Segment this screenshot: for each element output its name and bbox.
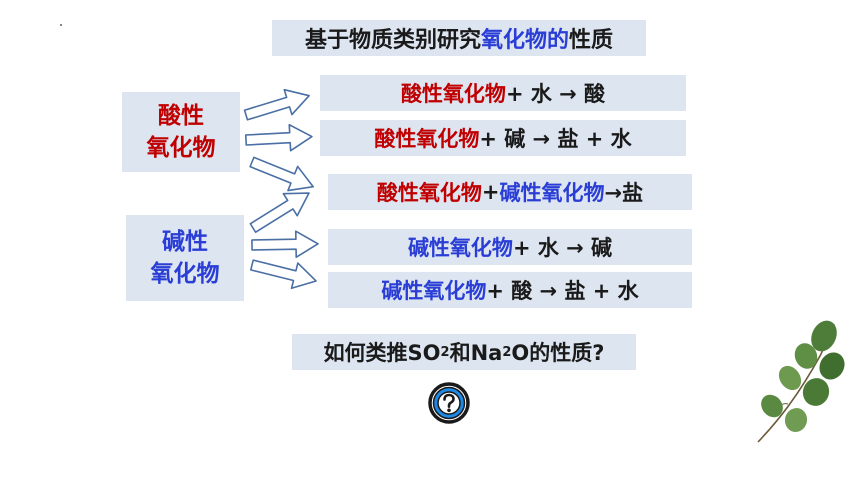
title-text-2: 氧化物的 xyxy=(480,28,569,53)
question-text-2: 和Na xyxy=(449,341,503,365)
leaf-branch-icon xyxy=(757,320,845,443)
arrow-base-to-water xyxy=(250,230,320,259)
slide-title: 基于物质类别研究氧化物的性质 xyxy=(272,20,646,56)
category-acid-line2: 氧化物 xyxy=(146,135,216,161)
equation-3: 酸性氧化物+碱性氧化物→盐 xyxy=(328,174,692,210)
eq3-oxide2: 碱性氧化物 xyxy=(499,181,605,205)
arrow-acid-to-water xyxy=(241,82,314,129)
eq3-plus: + xyxy=(481,180,500,204)
eq4-rest: + 水 → 碱 xyxy=(512,236,613,260)
title-text-3: 性质 xyxy=(569,28,614,53)
eq5-rest: + 酸 → 盐 + 水 xyxy=(486,279,639,303)
arrow-base-to-salt xyxy=(245,181,317,240)
eq5-oxide: 碱性氧化物 xyxy=(381,279,487,303)
equation-5: 碱性氧化物 + 酸 → 盐 + 水 xyxy=(328,272,692,308)
equation-1: 酸性氧化物 + 水 → 酸 xyxy=(320,75,686,111)
question-sub-1: 2 xyxy=(440,344,450,360)
equation-2: 酸性氧化物 + 碱 → 盐 + 水 xyxy=(320,120,686,156)
equation-4: 碱性氧化物 + 水 → 碱 xyxy=(328,229,692,265)
eq4-oxide: 碱性氧化物 xyxy=(407,236,513,260)
category-base-line2: 氧化物 xyxy=(150,261,220,287)
eq2-rest: + 碱 → 盐 + 水 xyxy=(479,127,632,151)
decorative-dot xyxy=(60,24,62,26)
acidic-oxide-category: 酸性 氧化物 xyxy=(122,92,240,172)
eq3-oxide: 酸性氧化物 xyxy=(376,181,482,205)
arrow-acid-to-salt xyxy=(246,149,319,200)
eq1-rest: + 水 → 酸 xyxy=(505,82,606,106)
category-base-line1: 碱性 xyxy=(162,229,208,255)
question-text-3: O的性质? xyxy=(511,341,605,365)
basic-oxide-category: 碱性 氧化物 xyxy=(126,215,244,301)
eq1-oxide: 酸性氧化物 xyxy=(400,82,506,106)
title-text-1: 基于物质类别研究 xyxy=(304,28,481,53)
eq2-oxide: 酸性氧化物 xyxy=(374,127,480,151)
category-acid-line1: 酸性 xyxy=(158,103,204,129)
arrow-acid-to-base xyxy=(244,122,314,154)
question-text-1: 如何类推SO xyxy=(323,341,441,365)
question-sub-2: 2 xyxy=(502,344,512,360)
eq3-rest: →盐 xyxy=(604,181,644,205)
arrow-base-to-acid xyxy=(248,251,320,295)
question-mark-circle-icon xyxy=(428,382,470,424)
